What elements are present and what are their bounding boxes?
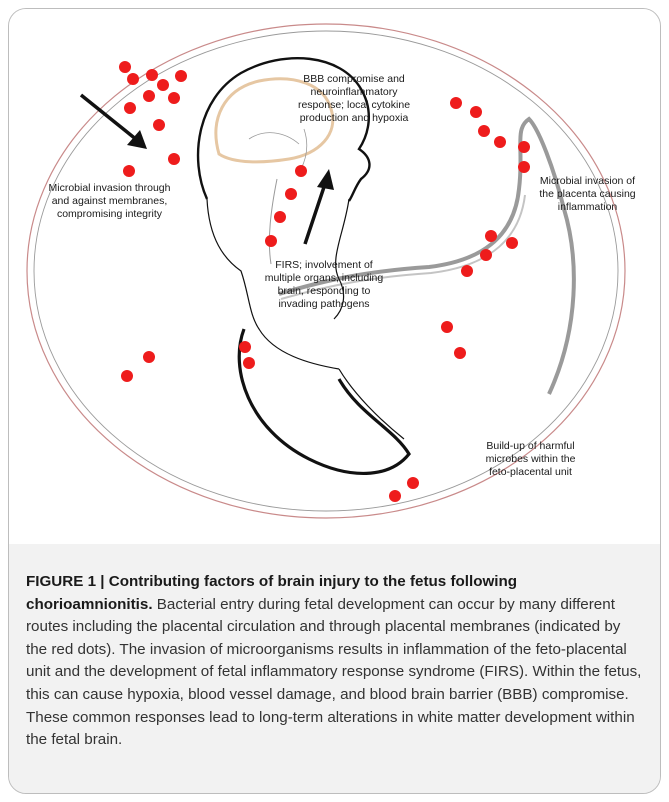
bbb-arrow xyxy=(305,169,334,244)
fetus-knee xyxy=(339,369,404,439)
annotation-buildup: Build-up of harmful microbes within the … xyxy=(468,440,593,479)
figure-illustration: BBB compromise and neuroinflammatory res… xyxy=(9,9,660,544)
annotation-firs: FIRS; involvement of multiple organs, in… xyxy=(249,259,399,311)
fetus-legs xyxy=(239,329,409,473)
figure-frame: BBB compromise and neuroinflammatory res… xyxy=(8,8,661,794)
caption-body: Bacterial entry during fetal development… xyxy=(26,596,641,749)
membrane-arrow xyxy=(81,95,147,149)
figure-caption: FIGURE 1 | Contributing factors of brain… xyxy=(9,544,660,793)
annotation-bbb: BBB compromise and neuroinflammatory res… xyxy=(284,73,424,125)
annotation-placenta: Microbial invasion of the placenta causi… xyxy=(530,175,645,214)
annotation-membranes: Microbial invasion through and against m… xyxy=(27,182,192,221)
placenta-cord xyxy=(279,119,574,394)
caption-label: FIGURE 1 | xyxy=(26,573,109,590)
fetus-spine xyxy=(269,179,277,264)
